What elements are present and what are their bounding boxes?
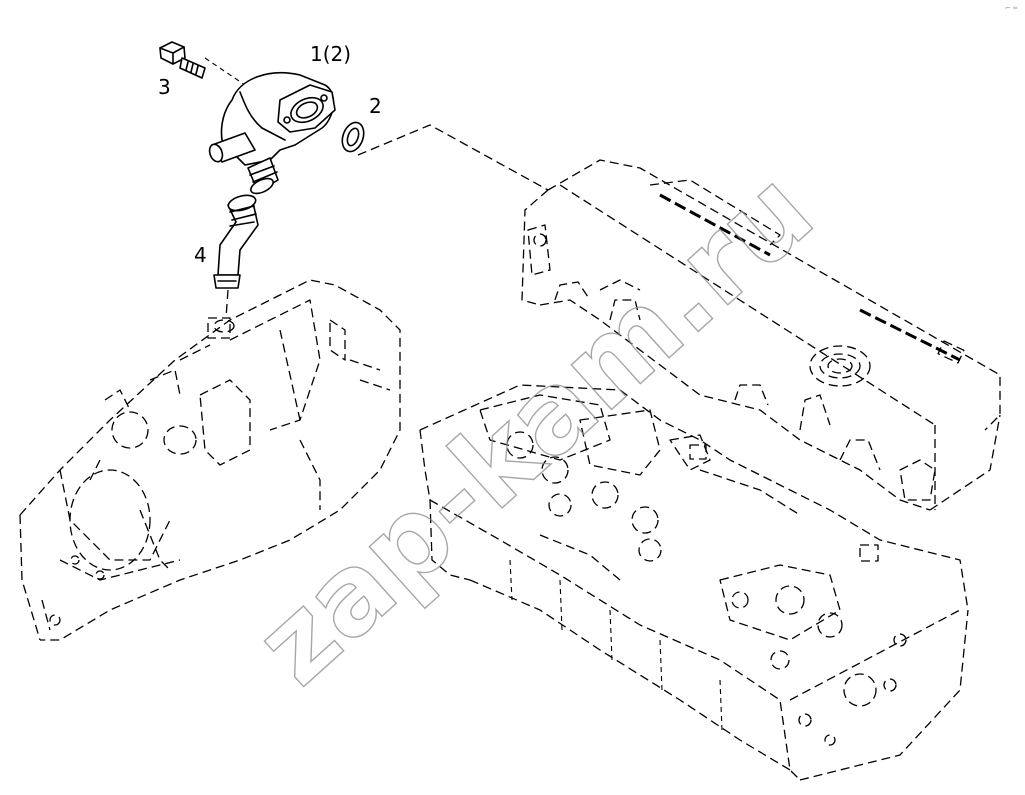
- cylinder-head-outline: [419, 384, 969, 781]
- breather-valve: [208, 72, 336, 195]
- assembly-centerline-bolt: [204, 57, 246, 86]
- seal-ring: [341, 121, 365, 153]
- valve-cover-outline: [521, 159, 1001, 511]
- breather-hose: [213, 194, 259, 333]
- callout-part-1: 1(2): [310, 42, 351, 66]
- corner-mark: ⌐ ═: [1005, 4, 1018, 12]
- callout-part-2: 2: [369, 94, 382, 118]
- callout-part-3: 3: [158, 75, 171, 99]
- bolt: [159, 41, 206, 79]
- assembly-centerline: [357, 124, 549, 191]
- front-cover-outline: [19, 279, 401, 641]
- callout-part-4: 4: [194, 243, 207, 267]
